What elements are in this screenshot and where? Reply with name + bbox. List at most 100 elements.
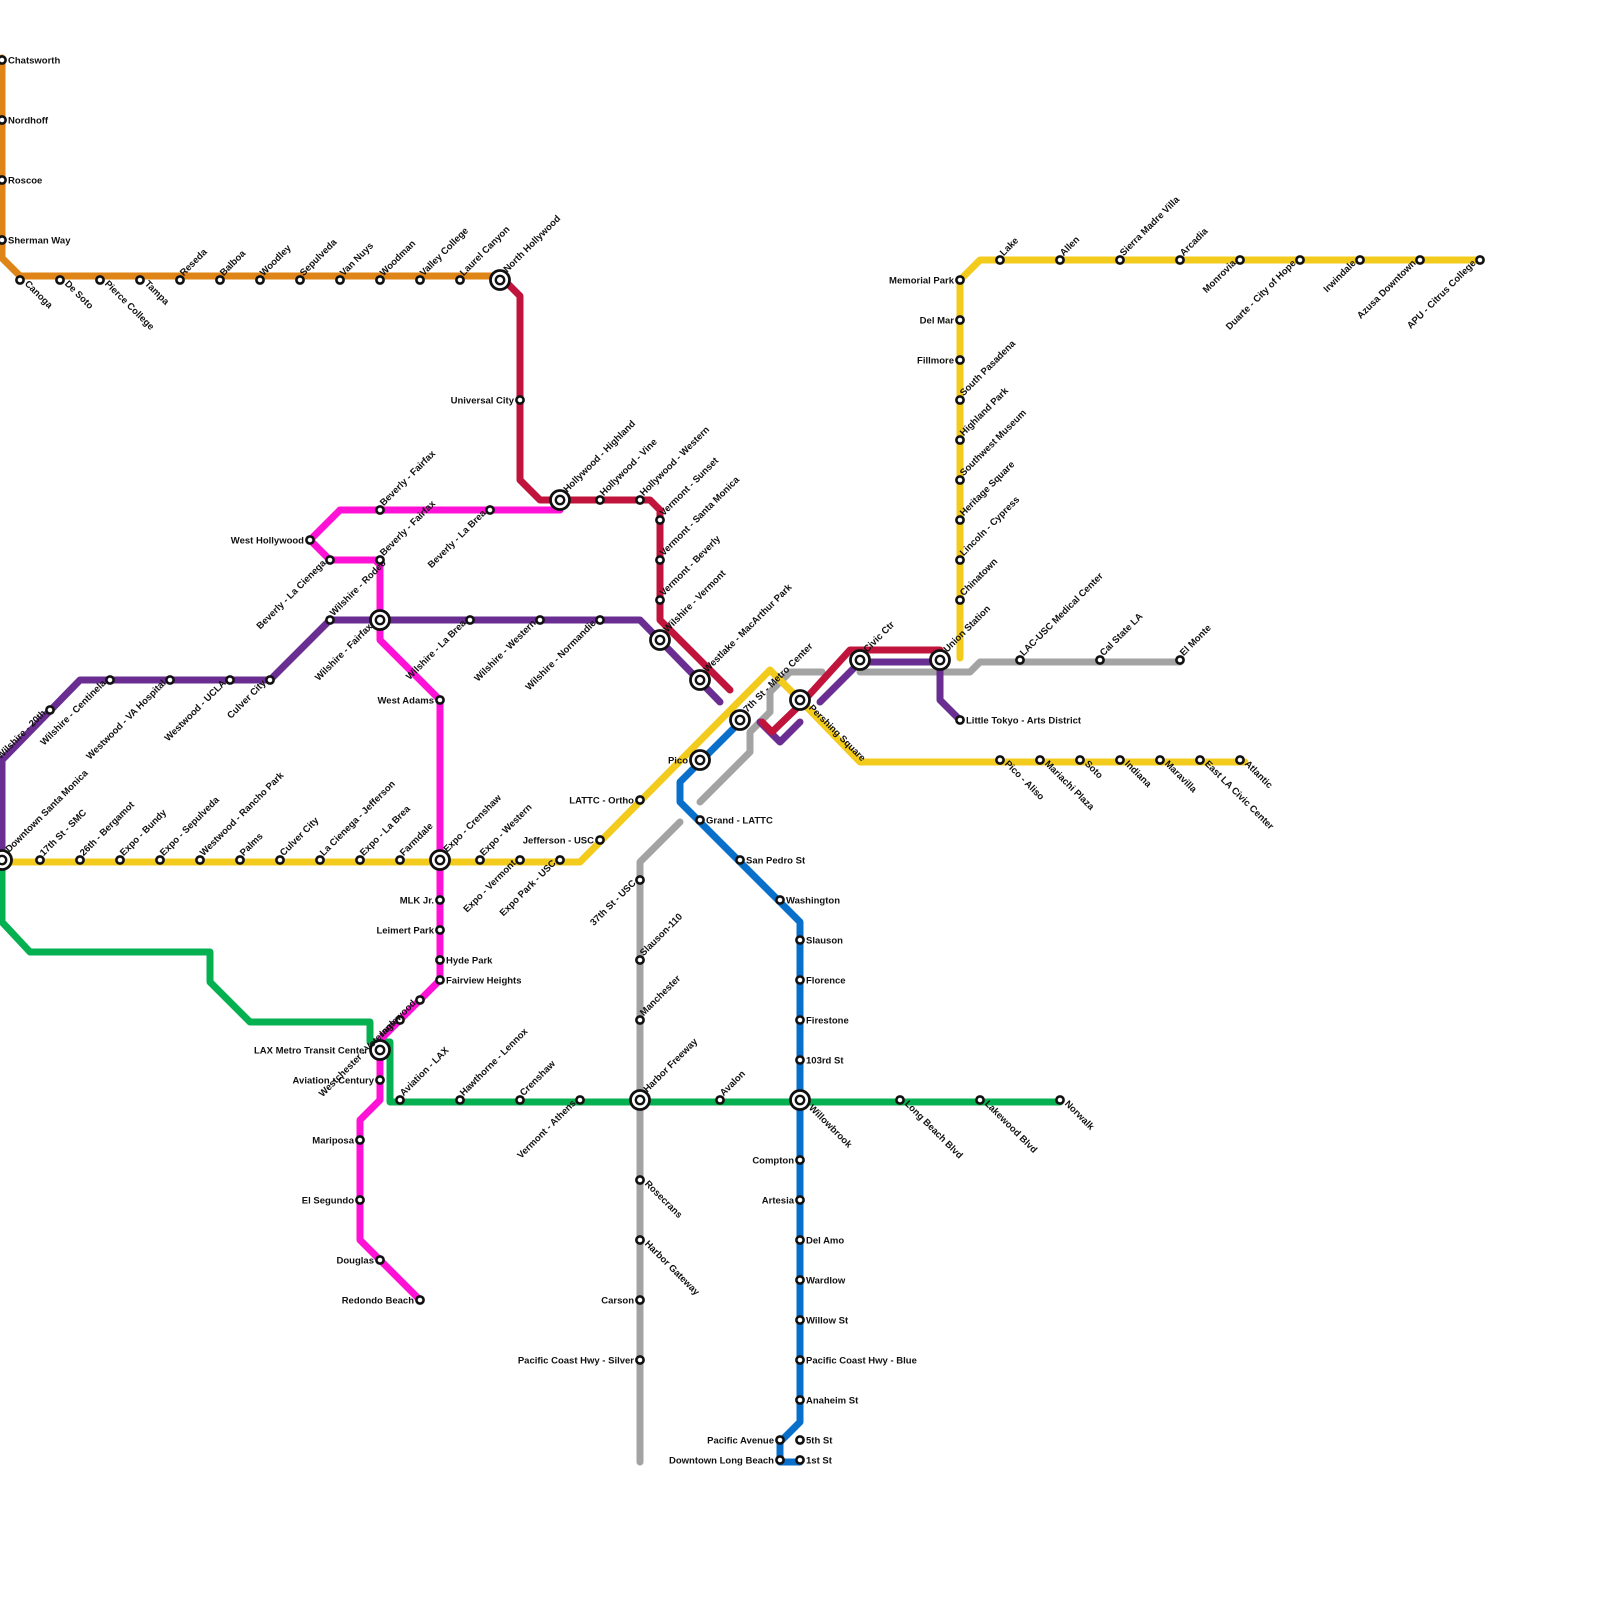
station-chatsworth[interactable] — [0, 55, 7, 65]
station-beverly-la-cienega[interactable] — [325, 555, 335, 565]
station-wilshire-western[interactable] — [535, 615, 545, 625]
station-mariposa[interactable] — [355, 1135, 365, 1145]
station-seventeenth-smc[interactable] — [35, 855, 45, 865]
station-civic-ctr[interactable] — [849, 649, 871, 671]
station-southwest-museum[interactable] — [955, 475, 965, 485]
station-reseda[interactable] — [175, 275, 185, 285]
station-el-monte[interactable] — [1175, 655, 1185, 665]
station-wilshire-la-brea[interactable] — [465, 615, 475, 625]
station-mlk[interactable] — [435, 895, 445, 905]
station-avalon[interactable] — [715, 1095, 725, 1105]
station-lakewood[interactable] — [975, 1095, 985, 1105]
station-irwindale[interactable] — [1355, 255, 1365, 265]
station-farmdale[interactable] — [395, 855, 405, 865]
station-wilshire-fairfax[interactable] — [369, 609, 391, 631]
station-wilshire-normandie[interactable] — [595, 615, 605, 625]
station-pch-silver[interactable] — [635, 1355, 645, 1365]
station-wilshire-20th[interactable] — [45, 705, 55, 715]
station-canoga[interactable] — [15, 275, 25, 285]
station-first-st[interactable] — [795, 1455, 805, 1465]
station-fairview-heights[interactable] — [435, 975, 445, 985]
station-heritage-square[interactable] — [955, 515, 965, 525]
station-harbor-freeway[interactable] — [629, 1089, 651, 1111]
station-east-la-civic[interactable] — [1195, 755, 1205, 765]
station-memorial-park[interactable] — [955, 275, 965, 285]
station-willow-st[interactable] — [795, 1315, 805, 1325]
station-westchester-veterans[interactable] — [395, 1015, 405, 1025]
station-firestone[interactable] — [795, 1015, 805, 1025]
station-wilshire-rodeo[interactable] — [325, 615, 335, 625]
station-hawthorne-lennox[interactable] — [455, 1095, 465, 1105]
station-expo-western[interactable] — [475, 855, 485, 865]
station-allen[interactable] — [1055, 255, 1065, 265]
station-sherman-way[interactable] — [0, 235, 7, 245]
station-wilshire-vermont[interactable] — [649, 629, 671, 651]
station-slauson[interactable] — [795, 935, 805, 945]
station-expo-sepulveda[interactable] — [155, 855, 165, 865]
station-aviation-lax[interactable] — [395, 1095, 405, 1105]
station-fifth-st[interactable] — [795, 1435, 805, 1445]
station-vermont-santa-monica[interactable] — [655, 555, 665, 565]
station-downtown-santa-monica[interactable] — [0, 849, 13, 871]
station-monrovia[interactable] — [1235, 255, 1245, 265]
station-jefferson-usc[interactable] — [595, 835, 605, 845]
station-little-tokyo[interactable] — [955, 715, 965, 725]
station-de-soto[interactable] — [55, 275, 65, 285]
station-la-cienega-jefferson[interactable] — [315, 855, 325, 865]
station-apu-citrus[interactable] — [1475, 255, 1485, 265]
station-south-pasadena[interactable] — [955, 395, 965, 405]
station-anaheim[interactable] — [795, 1395, 805, 1405]
station-westlake-macarthur[interactable] — [689, 669, 711, 691]
station-balboa[interactable] — [215, 275, 225, 285]
station-expo-park-usc[interactable] — [555, 855, 565, 865]
station-highland-park[interactable] — [955, 435, 965, 445]
station-fillmore[interactable] — [955, 355, 965, 365]
station-lax-metro[interactable] — [369, 1039, 391, 1061]
station-washington[interactable] — [775, 895, 785, 905]
station-carson[interactable] — [635, 1295, 645, 1305]
station-seventh-metro[interactable] — [729, 709, 751, 731]
station-compton[interactable] — [795, 1155, 805, 1165]
station-west-hollywood[interactable] — [305, 535, 315, 545]
station-pierce-college[interactable] — [95, 275, 105, 285]
station-leimert-park[interactable] — [435, 925, 445, 935]
station-west-adams[interactable] — [435, 695, 445, 705]
station-roscoe[interactable] — [0, 175, 7, 185]
station-westwood-va[interactable] — [165, 675, 175, 685]
station-vermont-beverly[interactable] — [655, 595, 665, 605]
station-beverly-fairfax-2[interactable] — [375, 555, 385, 565]
station-wilshire-centinela[interactable] — [105, 675, 115, 685]
station-laurel-canyon[interactable] — [455, 275, 465, 285]
station-manchester[interactable] — [635, 1015, 645, 1025]
station-tampa[interactable] — [135, 275, 145, 285]
station-azusa[interactable] — [1415, 255, 1425, 265]
station-hyde-park[interactable] — [435, 955, 445, 965]
station-douglas[interactable] — [375, 1255, 385, 1265]
station-sepulveda[interactable] — [295, 275, 305, 285]
station-cal-state-la[interactable] — [1095, 655, 1105, 665]
station-pch-blue[interactable] — [795, 1355, 805, 1365]
station-maravilla[interactable] — [1155, 755, 1165, 765]
station-woodley[interactable] — [255, 275, 265, 285]
station-hollywood-vine[interactable] — [595, 495, 605, 505]
station-twentysixth-bergamot[interactable] — [75, 855, 85, 865]
station-mariachi-plaza[interactable] — [1035, 755, 1045, 765]
station-van-nuys[interactable] — [335, 275, 345, 285]
station-florence[interactable] — [795, 975, 805, 985]
station-expo-la-brea[interactable] — [355, 855, 365, 865]
station-del-mar[interactable] — [955, 315, 965, 325]
station-rosecrans[interactable] — [635, 1175, 645, 1185]
station-artesia[interactable] — [795, 1195, 805, 1205]
station-del-amo[interactable] — [795, 1235, 805, 1245]
station-nordhoff[interactable] — [0, 115, 7, 125]
station-san-pedro[interactable] — [735, 855, 745, 865]
station-crenshaw[interactable] — [515, 1095, 525, 1105]
station-universal-city[interactable] — [515, 395, 525, 405]
station-expo-vermont[interactable] — [515, 855, 525, 865]
station-westwood-ucla[interactable] — [225, 675, 235, 685]
station-expo-crenshaw[interactable] — [429, 849, 451, 871]
station-harbor-gateway[interactable] — [635, 1235, 645, 1245]
station-duarte[interactable] — [1295, 255, 1305, 265]
station-hollywood-western[interactable] — [635, 495, 645, 505]
station-el-segundo[interactable] — [355, 1195, 365, 1205]
